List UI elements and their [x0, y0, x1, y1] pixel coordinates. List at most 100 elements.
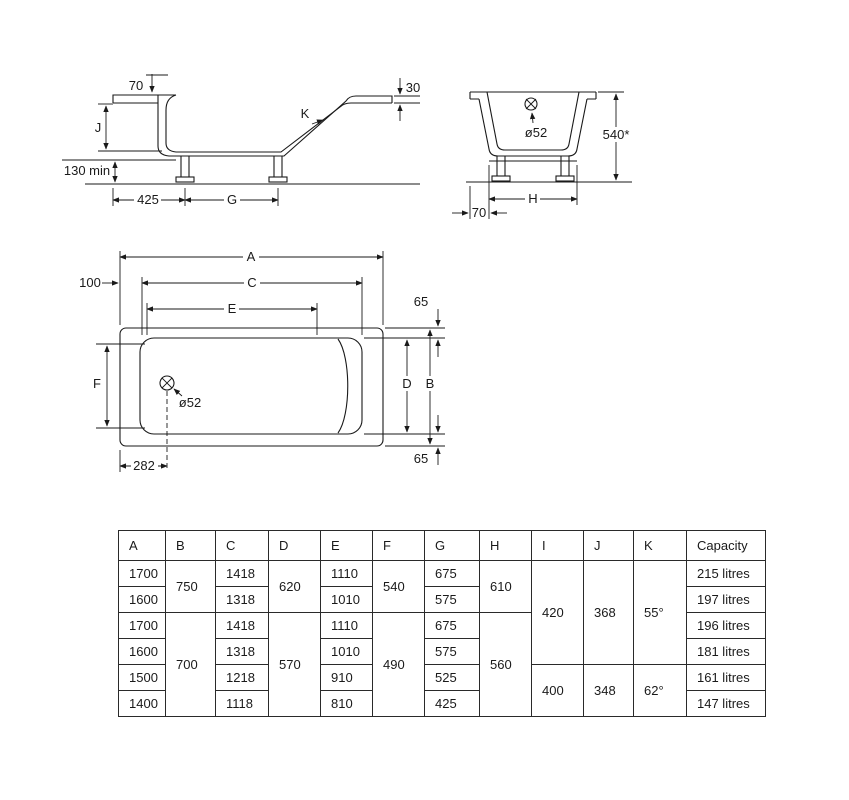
table-header-h: H [479, 530, 532, 561]
plan-view-drawing: ø52 A C 100 E [79, 249, 445, 473]
table-cell: 1110 [320, 612, 373, 639]
table-row: 1400 1118 810 425 147 litres [118, 690, 766, 717]
dim-clearance: 130 min [62, 159, 176, 183]
dim-425-and-g: 425 G [112, 188, 279, 207]
table-cell: 1010 [320, 638, 373, 665]
dim-label-130-min: 130 min [64, 163, 110, 178]
table-cell: 1700 [118, 612, 166, 639]
table-cell: 1600 [118, 586, 166, 613]
dim-inner-width-head: F [93, 343, 145, 429]
dim-inner-length: C [141, 275, 363, 335]
dim-overall-length: A [119, 249, 384, 325]
table-header-j: J [583, 530, 634, 561]
table-cell: 1400 [118, 690, 166, 717]
table-cell: 1118 [215, 690, 269, 717]
table-cell: 1700 [118, 560, 166, 587]
dim-label-30: 30 [406, 80, 420, 95]
table-cell: 525 [424, 664, 480, 691]
dim-label-k: K [301, 106, 310, 121]
table-cell: 575 [424, 638, 480, 665]
dim-label-j: J [95, 120, 102, 135]
table-cell: 810 [320, 690, 373, 717]
dim-label-e: E [228, 301, 237, 316]
dim-drain-offset: 282 [119, 450, 168, 473]
table-cell: 910 [320, 664, 373, 691]
table-row: 1600 1318 1010 575 197 litres [118, 586, 766, 613]
dim-label-f: F [93, 376, 101, 391]
table-header-capacity: Capacity [686, 530, 766, 561]
table-cell: 1318 [215, 638, 269, 665]
dim-label-282: 282 [133, 458, 155, 473]
table-cell: 1218 [215, 664, 269, 691]
table-header-f: F [372, 530, 425, 561]
dim-label-70-end: 70 [472, 205, 486, 220]
dim-label-c: C [247, 275, 256, 290]
table-header-i: I [531, 530, 584, 561]
table-cell: 490 [372, 612, 425, 717]
table-cell: 196 litres [686, 612, 766, 639]
dim-inner-width: D [399, 339, 415, 433]
table-cell: 425 [424, 690, 480, 717]
dim-label-drain-end: ø52 [525, 125, 547, 140]
table-cell: 675 [424, 612, 480, 639]
dim-label-65-top: 65 [414, 294, 428, 309]
table-cell: 620 [268, 560, 321, 613]
table-cell: 700 [165, 612, 216, 717]
dim-label-100: 100 [79, 275, 101, 290]
end-view-tub-profile [466, 91, 632, 183]
table-cell: 1110 [320, 560, 373, 587]
dim-label-g: G [227, 192, 237, 207]
dim-rim-width-bottom: 65 [364, 415, 445, 466]
technical-drawing: 70 J 130 min 425 G K [62, 74, 633, 473]
end-view-drawing: ø52 540* H 70 [452, 91, 633, 220]
table-cell: 147 litres [686, 690, 766, 717]
table-cell: 400 [531, 664, 584, 717]
table-header-c: C [215, 530, 269, 561]
dim-total-height: 540* [598, 91, 633, 181]
table-header-b: B [165, 530, 216, 561]
table-cell: 575 [424, 586, 480, 613]
table-cell: 161 litres [686, 664, 766, 691]
dim-rim-height: 30 [394, 78, 420, 121]
plan-view-tub-outline [119, 327, 384, 447]
table-cell: 1418 [215, 560, 269, 587]
dim-depth-j: J [95, 103, 162, 152]
table-cell: 1600 [118, 638, 166, 665]
table-row: 1600 1318 1010 575 181 litres [118, 638, 766, 665]
dim-flat-length: E [146, 301, 318, 335]
dim-label-70-rim: 70 [129, 78, 143, 93]
dim-rim-overhang: 70 [129, 74, 168, 93]
table-cell: 181 litres [686, 638, 766, 665]
table-cell: 62° [633, 664, 687, 717]
dim-label-drain-plan: ø52 [179, 395, 201, 410]
table-cell: 197 litres [686, 586, 766, 613]
dim-side-offset: 70 [452, 186, 507, 220]
dim-label-b: B [426, 376, 435, 391]
table-cell: 420 [531, 560, 584, 665]
table-header-e: E [320, 530, 373, 561]
table-cell: 675 [424, 560, 480, 587]
dim-label-a: A [247, 249, 256, 264]
drain-symbol-end-view: ø52 [524, 97, 547, 140]
table-cell: 560 [479, 612, 532, 717]
table-header-g: G [424, 530, 480, 561]
table-header-a: A [118, 530, 166, 561]
table-cell: 1318 [215, 586, 269, 613]
drain-symbol-plan-view: ø52 [159, 375, 201, 471]
table-cell: 1500 [118, 664, 166, 691]
table-cell: 1010 [320, 586, 373, 613]
dim-label-h: H [528, 191, 537, 206]
dim-label-425: 425 [137, 192, 159, 207]
dim-head-offset: 100 [79, 275, 119, 290]
table-cell: 540 [372, 560, 425, 613]
dim-label-d: D [402, 376, 411, 391]
dim-overall-width: B [422, 329, 439, 445]
table-cell: 750 [165, 560, 216, 613]
